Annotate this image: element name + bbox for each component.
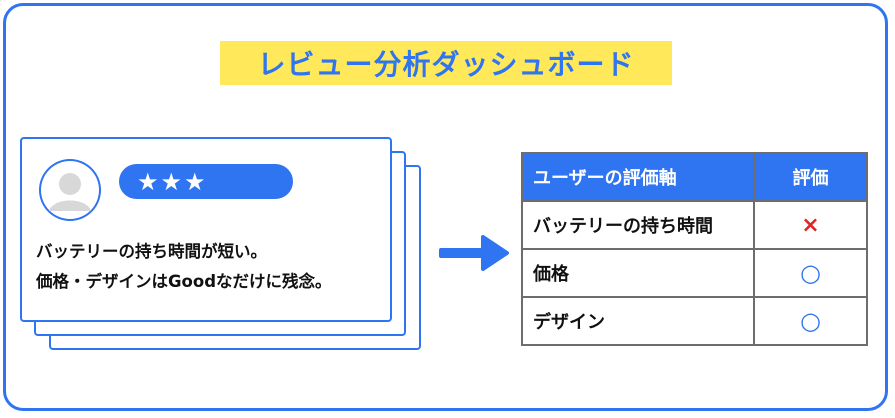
row-axis-label: デザイン [521, 296, 755, 346]
page-title: レビュー分析ダッシュボード [220, 41, 672, 85]
review-card: ★★★ バッテリーの持ち時間が短い。 価格・デザインはGoodなだけに残念。 [20, 137, 392, 322]
arrow-right-icon [439, 235, 509, 271]
evaluation-table: ユーザーの評価軸 評価 バッテリーの持ち時間 × 価格 ○ デザイン ○ [521, 152, 868, 346]
review-line-1: バッテリーの持ち時間が短い。 [36, 242, 267, 261]
review-line-2: 価格・デザインはGoodなだけに残念。 [36, 272, 332, 291]
row-axis-label: バッテリーの持ち時間 [521, 200, 755, 250]
cross-icon: × [801, 212, 820, 238]
header-rating: 評価 [753, 152, 868, 202]
star-rating: ★★★ [119, 164, 293, 199]
table-row: デザイン ○ [521, 296, 868, 346]
table-header-row: ユーザーの評価軸 評価 [521, 152, 868, 202]
header-axis: ユーザーの評価軸 [521, 152, 755, 202]
review-text: バッテリーの持ち時間が短い。 価格・デザインはGoodなだけに残念。 [36, 237, 386, 297]
table-row: バッテリーの持ち時間 × [521, 200, 868, 250]
row-axis-label: 価格 [521, 248, 755, 298]
table-row: 価格 ○ [521, 248, 868, 298]
circle-icon: ○ [800, 259, 821, 287]
user-avatar-icon [39, 159, 101, 221]
circle-icon: ○ [800, 307, 821, 335]
